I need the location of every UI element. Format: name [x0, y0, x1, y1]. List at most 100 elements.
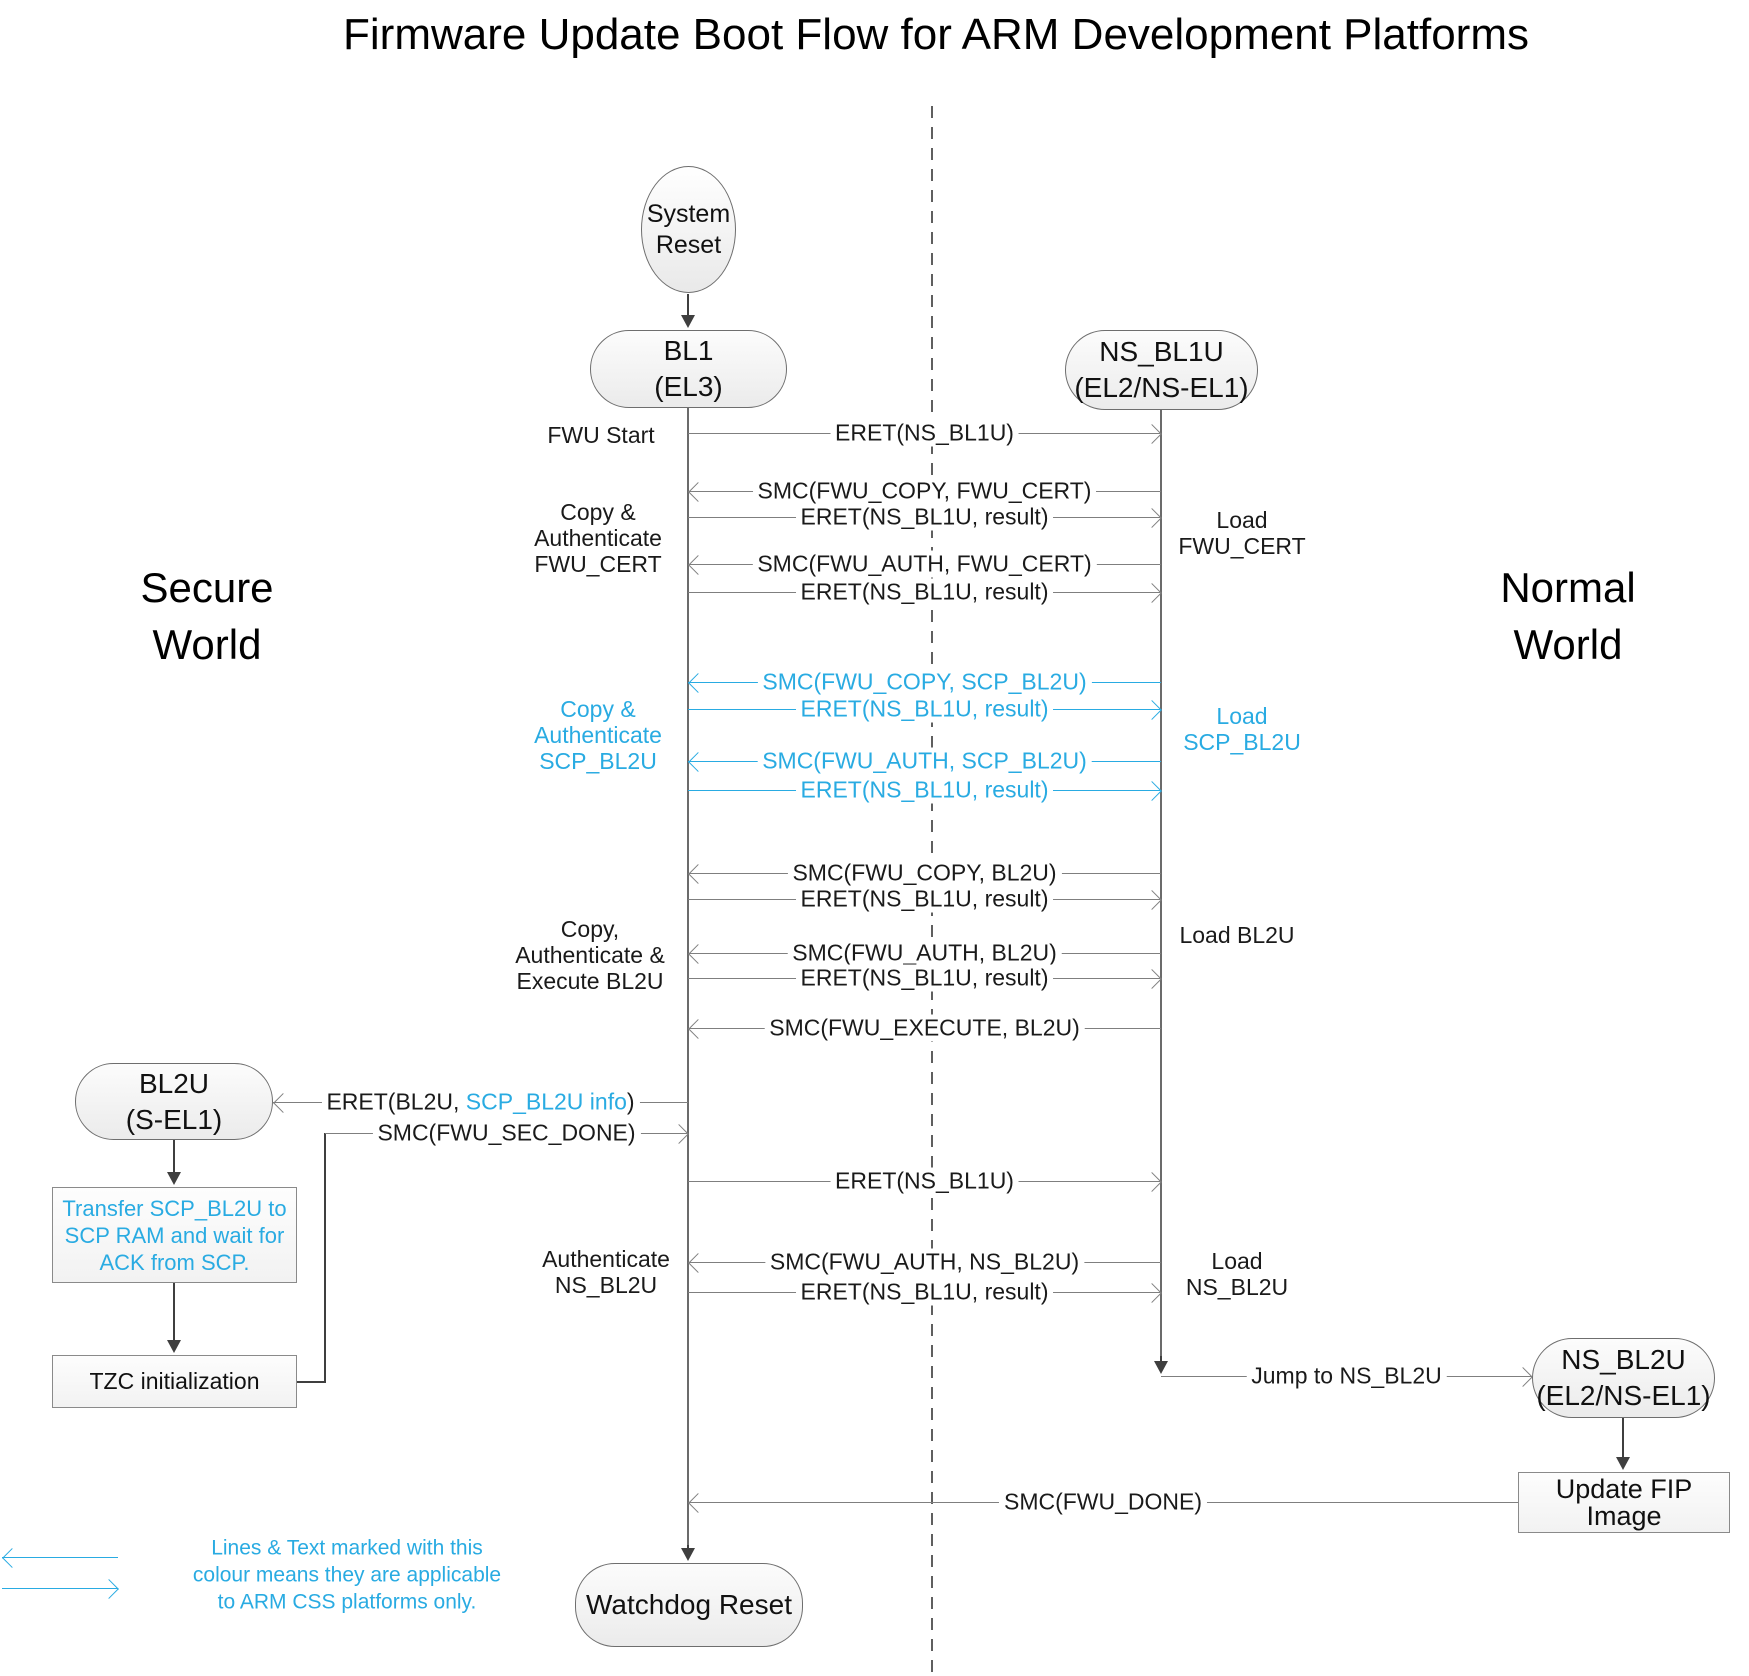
message-label: ERET(NS_BL1U) [830, 419, 1019, 447]
ns-bl1u-label: NS_BL1U [1099, 336, 1224, 367]
side-label-line: Execute BL2U [516, 968, 664, 994]
update-fip-node: Update FIP Image [1518, 1472, 1730, 1533]
arrowhead-left [688, 1492, 708, 1513]
flow-arrow-head [680, 1548, 695, 1561]
side-label-line: Copy, [560, 916, 620, 942]
message-label: ERET(NS_BL1U, result) [795, 503, 1054, 531]
flow-arrow-head [166, 1340, 181, 1353]
system-reset-label: Reset [655, 230, 722, 259]
message-label: ERET(NS_BL1U, result) [795, 695, 1054, 723]
arrowhead-right [1142, 423, 1162, 444]
message-label: SMC(FWU_EXECUTE, BL2U) [764, 1014, 1085, 1042]
side-label-line: FWU_CERT [534, 551, 662, 577]
arrowhead-left [2, 1547, 22, 1568]
ns-bl1u-label: (EL2/NS-EL1) [1074, 372, 1249, 403]
watchdog-reset-node: Watchdog Reset [575, 1563, 803, 1647]
legend-line: to ARM CSS platforms only. [217, 1590, 477, 1614]
normal-world-line: World [1513, 621, 1623, 668]
transfer-scp-label: Transfer SCP_BL2U to [62, 1195, 287, 1221]
message-label: ERET(BL2U, SCP_BL2U info) [321, 1088, 640, 1116]
side-label-line: Load [1216, 703, 1268, 729]
message-label: Jump to NS_BL2U [1246, 1362, 1447, 1390]
message-line [2, 1588, 118, 1589]
tzc-init-node: TZC initialization [52, 1355, 297, 1408]
watchdog-reset-label: Watchdog Reset [586, 1589, 792, 1620]
side-label-line: Authenticate [534, 722, 662, 748]
sec-done-connector-horizontal [297, 1381, 325, 1384]
bl1-label: BL1 [663, 335, 714, 366]
arrowhead-left [688, 943, 708, 964]
arrowhead-left [688, 672, 708, 693]
side-label-line: Load [1211, 1248, 1263, 1274]
ns-bl2u-label: (EL2/NS-EL1) [1536, 1380, 1711, 1411]
message-label: SMC(FWU_COPY, BL2U) [787, 859, 1062, 887]
ns-bl1u-node: NS_BL1U (EL2/NS-EL1) [1065, 330, 1258, 410]
flow-arrow-head [166, 1172, 181, 1185]
message-label: SMC(FWU_AUTH, NS_BL2U) [764, 1248, 1085, 1276]
arrowhead-left [688, 1252, 708, 1273]
side-label: FWU Start [547, 422, 654, 448]
arrowhead-right [1142, 1282, 1162, 1303]
side-label: Load BL2U [1179, 922, 1294, 948]
secure-world-label: Secure World [140, 559, 273, 673]
message-label-part: SCP_BL2U info [465, 1088, 627, 1115]
normal-world-label: Normal World [1500, 559, 1635, 673]
arrowhead-right [1142, 1171, 1162, 1192]
arrowhead-right [99, 1578, 119, 1599]
ns-bl2u-node: NS_BL2U(EL2/NS-EL1) [1532, 1338, 1715, 1418]
flow-arrow-head [1615, 1457, 1630, 1470]
arrowhead-left [688, 554, 708, 575]
flow-arrow-stem [686, 294, 690, 317]
message-label: SMC(FWU_AUTH, FWU_CERT) [752, 550, 1097, 578]
bl2u-label: (S-EL1) [125, 1103, 223, 1135]
flow-arrow-stem [686, 1545, 690, 1550]
message-label: ERET(NS_BL1U) [830, 1167, 1019, 1195]
side-label-line: Authenticate & [515, 942, 665, 968]
transfer-scp-label: ACK from SCP. [99, 1249, 250, 1275]
arrowhead-right [1142, 889, 1162, 910]
bl1-lifeline [687, 408, 689, 1547]
side-label-line: Load BL2U [1179, 922, 1295, 948]
system-reset-label: System [646, 199, 731, 228]
ns-bl1u-lifeline [1160, 410, 1162, 1358]
update-fip-label: Update FIP Image [1555, 1473, 1693, 1531]
side-label-line: SCP_BL2U [1183, 729, 1301, 755]
diagram-title: Firmware Update Boot Flow for ARM Develo… [343, 10, 1529, 59]
legend-line: Lines & Text marked with this [211, 1536, 483, 1560]
side-label-line: NS_BL2U [1185, 1274, 1289, 1300]
arrowhead-right [1513, 1366, 1533, 1387]
side-label-line: NS_BL2U [554, 1272, 658, 1298]
bl2u-node: BL2U(S-EL1) [75, 1063, 273, 1140]
normal-world-line: Normal [1500, 564, 1636, 611]
side-label-line: SCP_BL2U [539, 748, 657, 774]
message-label: ERET(NS_BL1U, result) [795, 964, 1054, 992]
legend-line: colour means they are applicable [192, 1563, 502, 1587]
arrowhead-right [1142, 507, 1162, 528]
message-label: ERET(NS_BL1U, result) [795, 885, 1054, 913]
sec-done-connector-vertical [324, 1133, 327, 1383]
side-label-line: FWU_CERT [1178, 533, 1306, 559]
bl1-node: BL1(EL3) [590, 330, 787, 408]
message-label-part: ERET(BL2U, [326, 1088, 466, 1115]
message-label-part: ) [626, 1088, 635, 1115]
flow-arrow-head [1153, 1361, 1168, 1374]
flow-arrow-stem [172, 1140, 176, 1174]
arrowhead-left [688, 751, 708, 772]
transfer-scp-label: SCP RAM and wait for [64, 1222, 285, 1248]
flow-arrow-stem [1159, 1356, 1163, 1363]
secure-world-line: Secure [140, 564, 274, 611]
secure-world-line: World [152, 621, 262, 668]
message-label: ERET(NS_BL1U, result) [795, 776, 1054, 804]
arrowhead-right [1142, 699, 1162, 720]
message-label: ERET(NS_BL1U, result) [795, 1278, 1054, 1306]
side-label-line: FWU Start [547, 422, 655, 448]
side-label-line: Authenticate [542, 1246, 670, 1272]
side-label: Copy,Authenticate &Execute BL2U [515, 916, 665, 994]
message-label: SMC(FWU_COPY, FWU_CERT) [752, 477, 1097, 505]
